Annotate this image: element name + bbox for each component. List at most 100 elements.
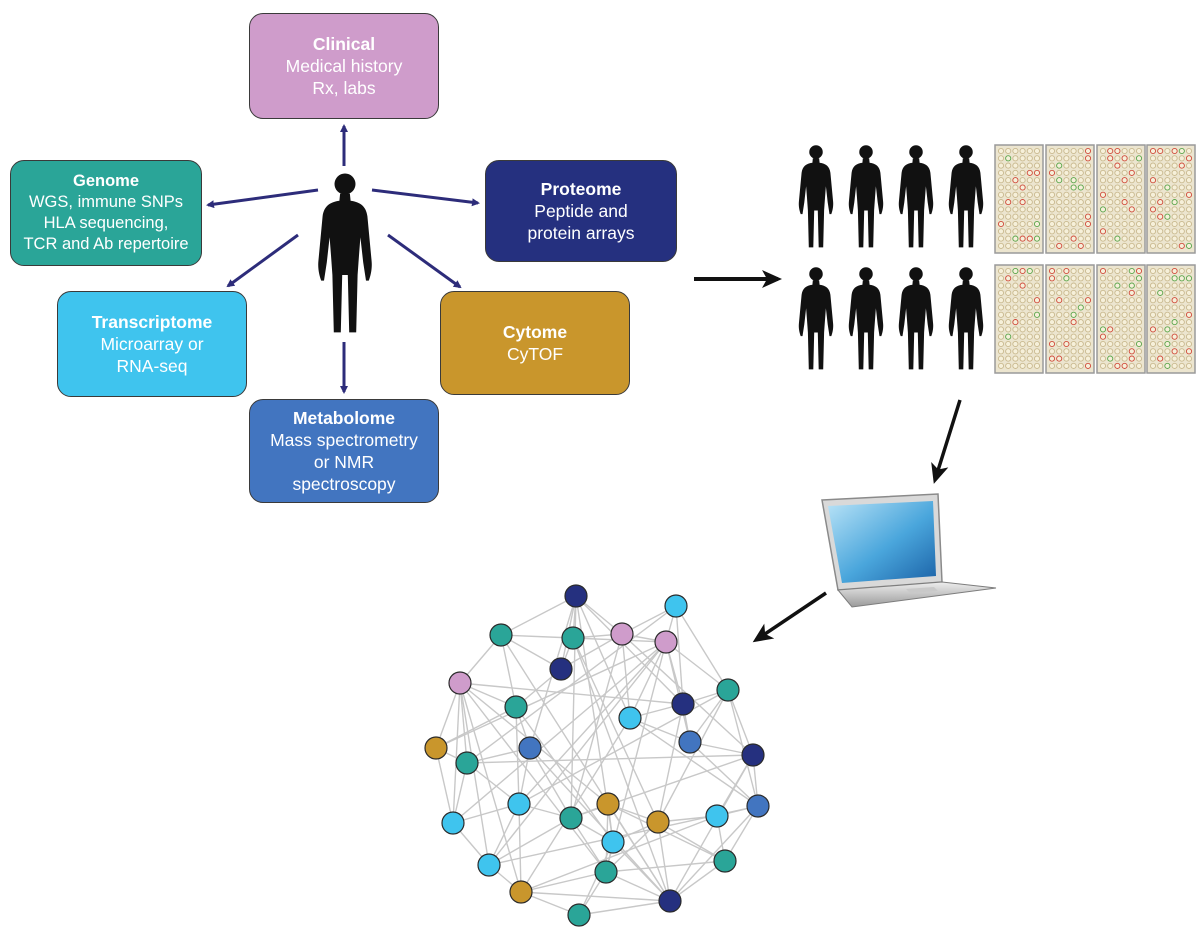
array-plate [1045,144,1095,254]
network-edge [435,641,667,749]
proteome-title: Proteome [540,179,622,199]
genome-line-2: HLA sequencing, [43,214,169,232]
network-node [596,792,620,816]
network-edge [572,637,671,902]
cohort-person-icon [948,267,984,370]
network-edge [669,805,759,902]
network-node [504,695,528,719]
network-edge [575,595,684,705]
network-edge [689,741,759,807]
cohort-people [798,145,984,370]
network-node [518,736,542,760]
network-edge [575,595,631,719]
network-edge [459,682,468,764]
laptop-icon [821,493,997,608]
network-node [489,623,513,647]
network-nodes [424,584,770,927]
network-edge [515,706,520,805]
network-edge [727,689,759,807]
network-edge [578,900,671,916]
metabolome-line-2: or NMR [313,452,375,472]
metabolome-line-3: spectroscopy [292,474,396,494]
cohort-person-icon [798,267,834,370]
network-edge [452,641,667,824]
genome-title: Genome [72,172,140,190]
array-plate [1146,144,1196,254]
network-node [594,860,618,884]
network-edge [675,605,729,691]
network-edge [520,871,607,893]
cohort-person-icon [848,145,884,248]
network-edge [459,682,522,893]
network-edge [657,821,671,902]
central-person-icon [318,173,372,333]
network-node [549,657,573,681]
network-node [561,626,585,650]
network-edge [727,689,754,756]
network-node [455,751,479,775]
network-edge [459,682,607,873]
network-edge [578,841,614,916]
genome-line-3: TCR and Ab repertoire [23,235,189,253]
transcriptome-line-2: RNA-seq [116,356,188,376]
network-node [618,706,642,730]
network-edge [500,634,574,639]
proteome-line-1: Peptide and [534,201,628,221]
network-edge [665,641,691,743]
network-edge [500,595,577,636]
cohort-person-icon [898,267,934,370]
transcriptome-title: Transcriptome [91,312,213,332]
array-plate [1146,264,1196,374]
network-edge [529,747,572,819]
array-plate [994,144,1044,254]
network-node [509,880,533,904]
cytome-box: Cytome CyTOF [440,291,630,395]
cohort-person-icon [798,145,834,248]
network-edge [657,821,726,862]
array-plate [1096,144,1146,254]
network-node [746,794,770,818]
clinical-line-1: Medical history [285,56,403,76]
network-edge [520,891,671,902]
network-node [741,743,765,767]
network-node [424,736,448,760]
network-edge [466,754,754,764]
arrow-to-network [752,591,827,643]
arrow-to-proteome [371,188,480,207]
network-edge [605,860,726,873]
network-node [559,806,583,830]
network-edge [500,634,517,708]
array-plate [1096,264,1146,374]
arrow-to-cytome [387,233,462,289]
network-node [507,792,531,816]
network-edge [607,803,671,902]
array-plate [994,264,1044,374]
metabolome-box: Metabolome Mass spectrometry or NMR spec… [249,399,439,503]
network-edge [607,803,726,862]
arrow-to-genome [206,188,319,209]
metabolome-line-1: Mass spectrometry [270,430,418,450]
proteome-line-2: protein arrays [527,223,635,243]
cytome-title: Cytome [502,322,568,342]
clinical-title: Clinical [312,34,376,54]
network-node [713,849,737,873]
network-edge [629,641,667,719]
network-edge [520,717,631,893]
network-edge [488,641,667,866]
network-edge [488,817,572,866]
network-edge [518,641,667,805]
array-plates [994,144,1196,374]
cohort-person-icon [848,267,884,370]
transcriptome-line-1: Microarray or [100,334,204,354]
network-edge [518,803,522,893]
network-node [678,730,702,754]
network-edge [452,682,461,824]
proteome-box: Proteome Peptide and protein arrays [485,160,677,262]
network-edge [669,754,754,902]
network-edge [675,605,684,705]
network-edge [665,641,729,691]
network-edge [657,703,684,823]
network-node [671,692,695,716]
transcriptome-box: Transcriptome Microarray or RNA-seq [57,291,247,397]
